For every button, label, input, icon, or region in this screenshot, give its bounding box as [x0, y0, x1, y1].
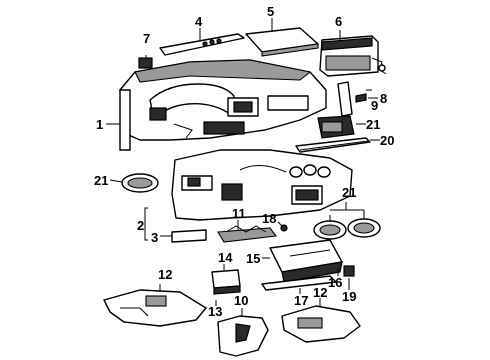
callout-3: 3 — [151, 230, 158, 245]
callout-14: 14 — [218, 250, 233, 265]
part-14-bracket — [211, 264, 241, 295]
callout-1: 1 — [96, 117, 103, 132]
part-5-cover-panel — [245, 18, 319, 57]
callout-9: 9 — [371, 98, 378, 113]
callout-18: 18 — [262, 211, 276, 226]
callout-5: 5 — [267, 4, 274, 19]
callout-16: 16 — [328, 275, 342, 290]
part-11-bracket — [217, 220, 278, 243]
callout-12-left: 12 — [158, 267, 172, 282]
part-19-clip — [343, 265, 355, 290]
callout-15: 15 — [246, 251, 260, 266]
callout-21-upper: 21 — [366, 117, 380, 132]
part-18-screw — [277, 221, 288, 232]
part-8-bracket — [337, 81, 378, 117]
part-21-vents-right — [313, 202, 381, 240]
callout-21-right: 21 — [342, 185, 356, 200]
part-2-lower-instrument-panel — [144, 149, 353, 241]
callout-12-right: 12 — [313, 285, 327, 300]
part-1-upper-instrument-panel — [106, 59, 327, 151]
part-21-vent-left — [109, 173, 159, 193]
callout-11: 11 — [232, 206, 246, 221]
part-17-panel — [261, 275, 337, 294]
part-21-bezel-upper — [317, 115, 366, 139]
callout-7: 7 — [143, 31, 150, 46]
part-15-glove-box — [262, 239, 343, 283]
callout-8: 8 — [380, 91, 387, 106]
callout-21-left: 21 — [94, 173, 108, 188]
part-7-clip — [138, 55, 153, 69]
callout-17: 17 — [294, 293, 308, 308]
callout-4: 4 — [195, 14, 203, 29]
callout-10: 10 — [234, 293, 248, 308]
callout-20: 20 — [380, 133, 394, 148]
part-12-under-panel-left — [103, 284, 207, 327]
part-10-kick-panel — [217, 308, 269, 357]
callout-13: 13 — [208, 304, 222, 319]
part-20-trim-strip — [295, 137, 380, 153]
part-4-grille — [159, 28, 245, 56]
part-6-module — [319, 30, 387, 77]
part-12-under-panel-right — [281, 298, 361, 343]
part-3-panel — [160, 229, 207, 243]
callout-19: 19 — [342, 289, 356, 304]
callout-6: 6 — [335, 14, 342, 29]
callout-2: 2 — [137, 218, 144, 233]
